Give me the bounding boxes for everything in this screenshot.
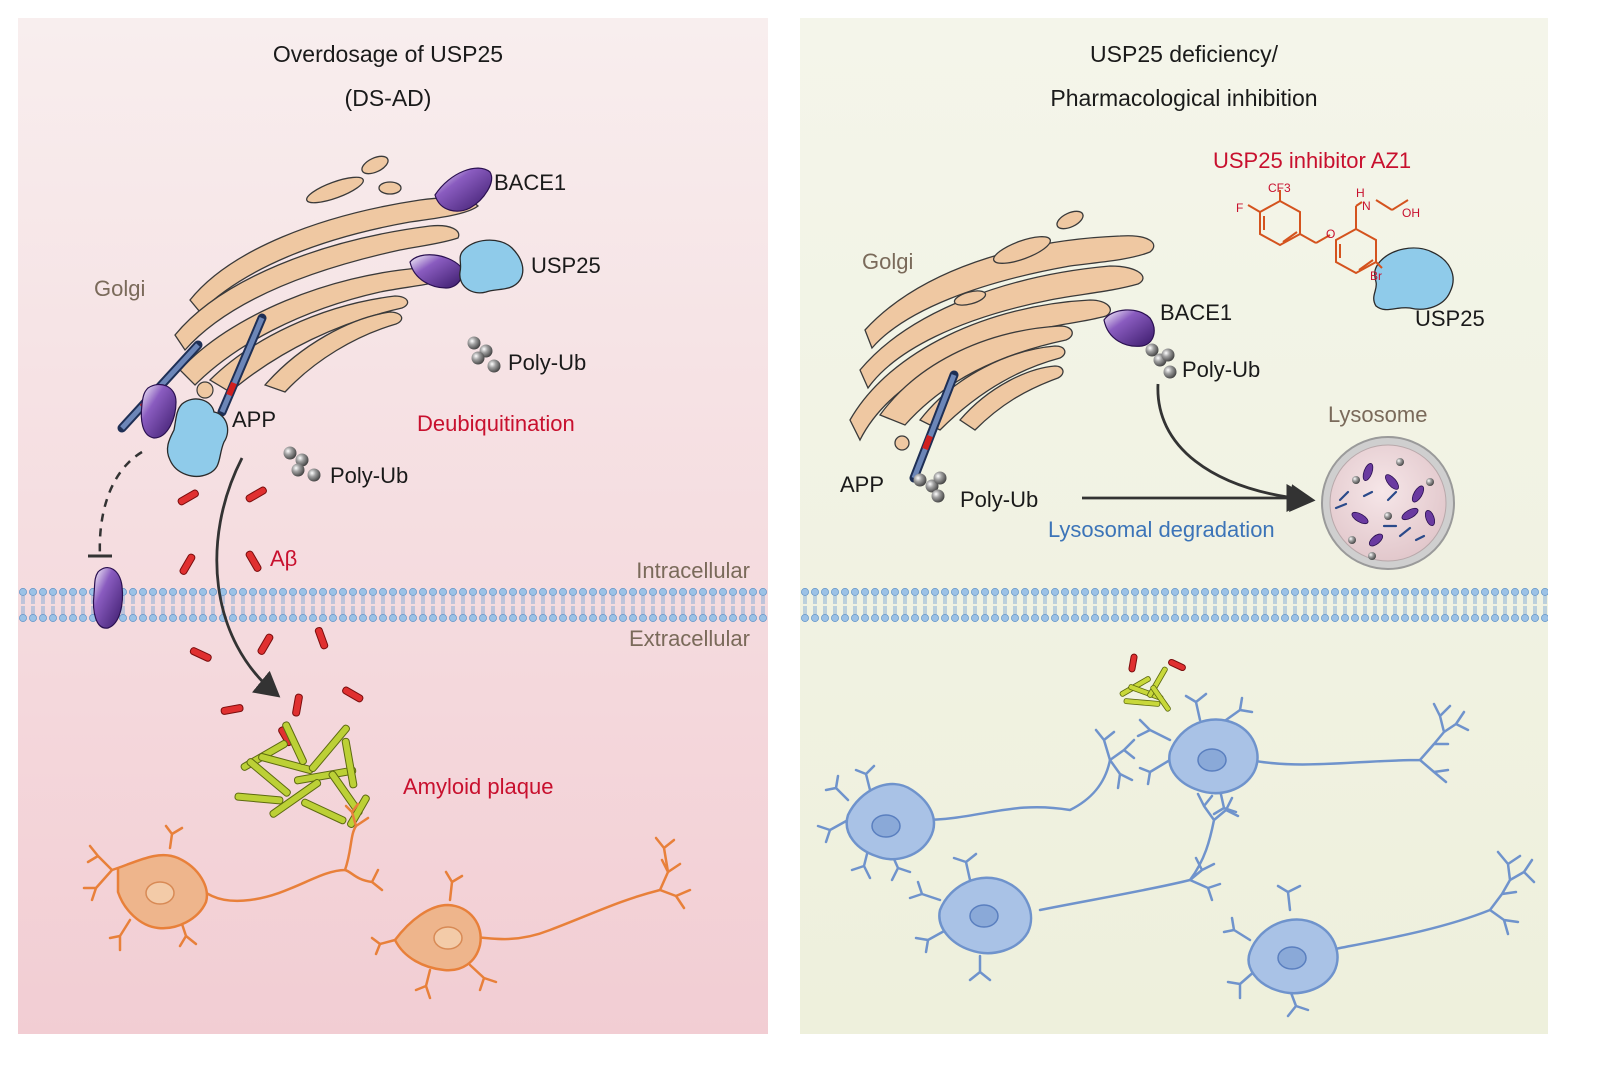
right-polyub-bottom-label: Poly-Ub (960, 487, 1038, 512)
left-usp25-protein (459, 239, 524, 294)
left-amyloid-plaque-label: Amyloid plaque (403, 774, 553, 799)
right-small-plaque (1119, 653, 1186, 712)
left-bace1-on-app (140, 383, 177, 439)
right-title-line2: Pharmacological inhibition (1050, 85, 1317, 111)
left-panel: Overdosage of USP25 (DS-AD) Golgi BACE1 … (18, 18, 768, 1034)
right-chem-f: F (1236, 201, 1243, 215)
left-title-line1: Overdosage of USP25 (273, 41, 503, 67)
left-amyloid-plaque (234, 721, 370, 828)
left-polyub-top-icon (467, 336, 501, 373)
right-polyub-top-label: Poly-Ub (1182, 357, 1260, 382)
right-bace1-protein (1103, 309, 1155, 347)
left-abeta-label: Aβ (270, 546, 297, 571)
right-chem-oh: OH (1402, 206, 1420, 220)
left-app-label: APP (232, 407, 276, 432)
left-polyub-mid-label: Poly-Ub (330, 463, 408, 488)
left-bace1-protein (434, 167, 493, 212)
right-panel: USP25 deficiency/ Pharmacological inhibi… (800, 18, 1548, 1034)
left-abeta-fragments (177, 486, 364, 747)
right-polyub-bottom-icon (913, 471, 947, 503)
left-polyub-mid-icon (283, 446, 321, 482)
right-golgi-label: Golgi (862, 249, 913, 274)
right-chem-cf3: CF3 (1268, 181, 1291, 195)
right-lysosome (1321, 436, 1455, 570)
right-chem-n: N (1362, 199, 1371, 213)
left-membrane (18, 588, 768, 622)
left-deubiquitination-label: Deubiquitination (417, 411, 575, 436)
left-title-line2: (DS-AD) (345, 85, 432, 111)
right-app-label: APP (840, 472, 884, 497)
right-chem-o: O (1326, 227, 1335, 241)
right-lysosome-label: Lysosome (1328, 402, 1427, 427)
right-usp25-protein (1373, 247, 1454, 311)
left-intracellular-label: Intracellular (636, 558, 750, 583)
right-neurons (816, 692, 1536, 1018)
left-polyub-top-label: Poly-Ub (508, 350, 586, 375)
left-neuron-bodies (116, 853, 482, 972)
left-bace1-usp25-bound (409, 254, 463, 289)
right-usp25-label: USP25 (1415, 306, 1485, 331)
right-chem-br: Br (1370, 269, 1382, 283)
left-usp25-on-app (166, 398, 229, 477)
right-neuron-bodies (845, 718, 1339, 995)
right-lysosomal-degradation-label: Lysosomal degradation (1048, 517, 1275, 542)
left-golgi-label: Golgi (94, 276, 145, 301)
right-bace1-degradation-arrow (1156, 383, 1316, 512)
left-bace1-label: BACE1 (494, 170, 566, 195)
left-usp25-label: USP25 (531, 253, 601, 278)
right-golgi (849, 210, 1155, 451)
right-az1-structure (1247, 190, 1409, 275)
left-extracellular-label: Extracellular (629, 626, 750, 651)
right-title-line1: USP25 deficiency/ (1090, 41, 1279, 67)
right-polyub-top-icon (1145, 343, 1177, 379)
right-bace1-label: BACE1 (1160, 300, 1232, 325)
right-membrane (800, 588, 1548, 622)
right-app-rod (909, 370, 959, 483)
right-chem-h: H (1356, 186, 1365, 200)
left-abeta-arrow (215, 457, 281, 698)
right-inhibitor-label: USP25 inhibitor AZ1 (1213, 148, 1411, 173)
left-membrane-bace1 (92, 567, 124, 629)
